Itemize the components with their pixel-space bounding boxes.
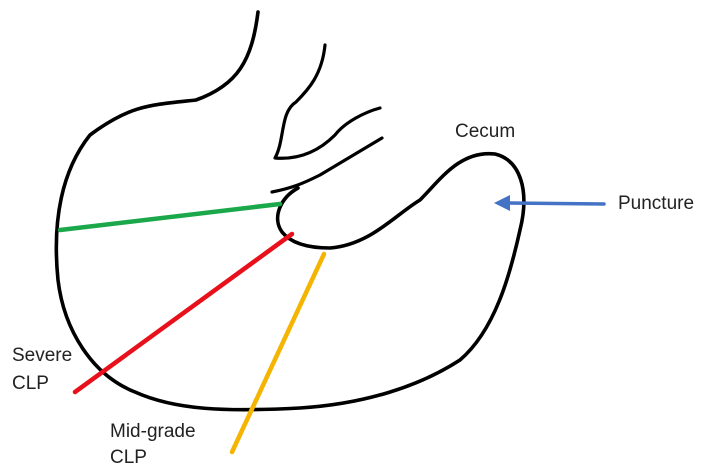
label-midgrade-clp: CLP (110, 446, 147, 470)
label-cecum: Cecum (455, 120, 515, 144)
label-puncture: Puncture (618, 192, 694, 216)
severe-clp-line (75, 234, 292, 392)
midgrade-clp-line (232, 254, 324, 452)
label-severe: Severe (12, 344, 72, 368)
green-ligation-line (60, 204, 280, 230)
intestine-loop-inner (272, 138, 382, 192)
label-midgrade: Mid-grade (110, 420, 196, 444)
label-severe-clp: CLP (12, 372, 49, 396)
puncture-arrow-shaft (506, 203, 604, 204)
intestine-loop-outer (275, 45, 380, 158)
puncture-arrowhead (494, 195, 510, 211)
cecum-outline (56, 12, 524, 410)
